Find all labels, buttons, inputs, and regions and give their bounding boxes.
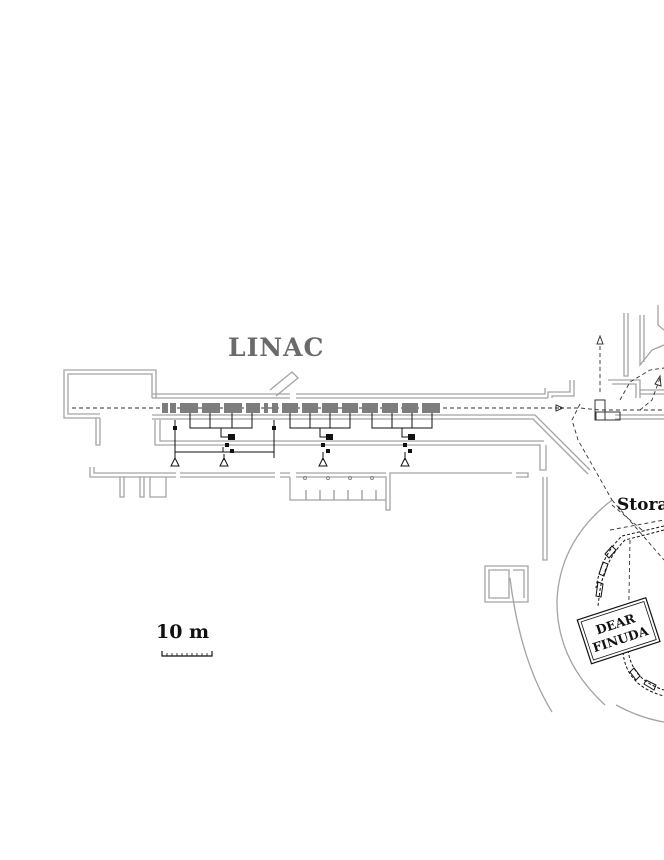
beam-lines <box>72 334 664 561</box>
rf-feed-network <box>170 413 433 480</box>
scale-label: 10 m <box>156 621 209 643</box>
linac-label: LINAC <box>228 333 324 362</box>
scale-bar: 10 m <box>156 621 213 657</box>
experiment-box: DEAR FINUDA <box>576 596 661 665</box>
storage-ring <box>595 504 664 697</box>
storage-ring-label: Stora <box>617 495 664 515</box>
building-walls <box>63 305 664 723</box>
accelerating-sections <box>162 403 440 413</box>
